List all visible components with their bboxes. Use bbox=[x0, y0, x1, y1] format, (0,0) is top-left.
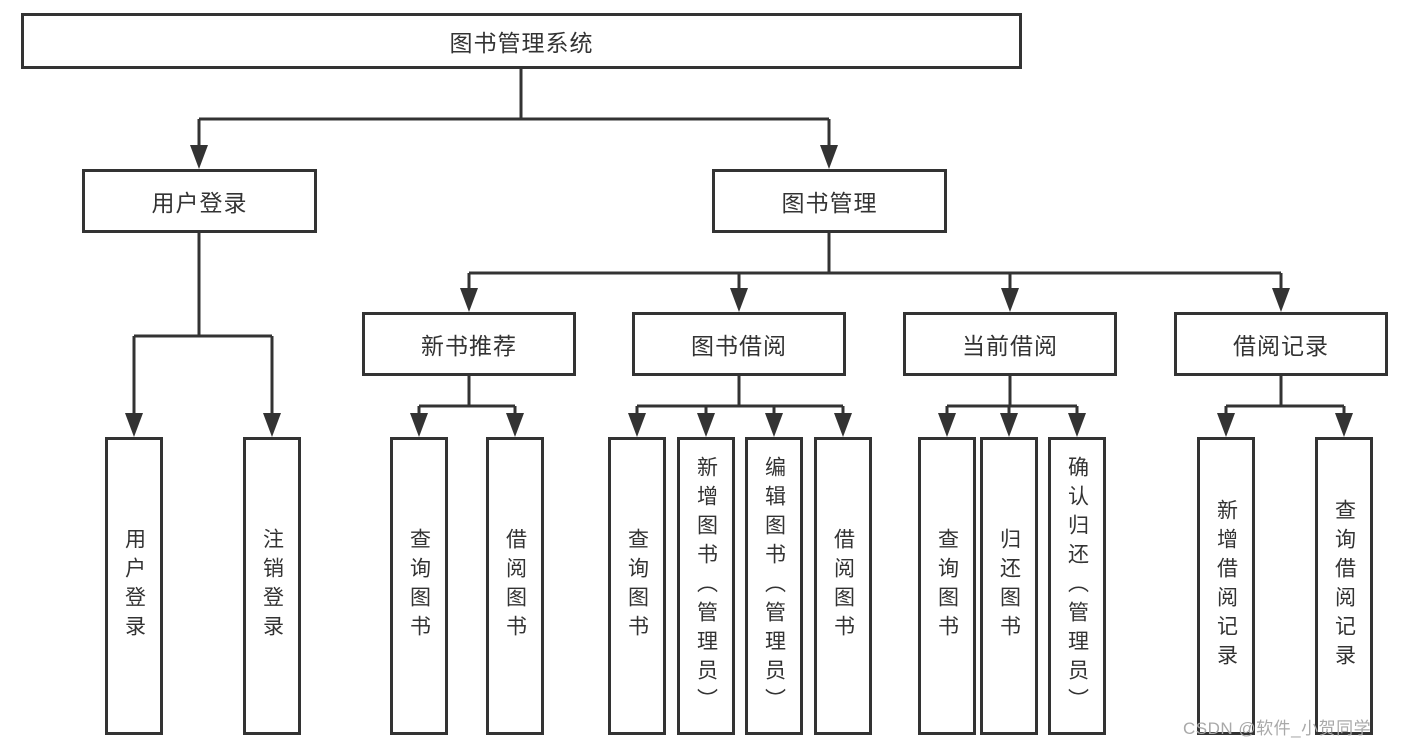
arrowhead bbox=[263, 413, 281, 437]
leaf-label: 编辑图书（管理员） bbox=[762, 455, 786, 717]
csdn-watermark: CSDN @软件_小贺同学 bbox=[1183, 719, 1372, 738]
leaf-label: 借阅图书 bbox=[503, 528, 527, 644]
arrowhead bbox=[1335, 413, 1353, 437]
connector-paths bbox=[132, 69, 1346, 419]
node-library-management-system: 图书管理系统 bbox=[21, 13, 1022, 69]
leaf-label: 查询图书 bbox=[625, 528, 649, 644]
leaf-label: 注销登录 bbox=[260, 528, 284, 644]
connector-book-borrow-to-leaves bbox=[635, 376, 845, 419]
leaf-records-add-record: 新增借阅记录 bbox=[1197, 437, 1255, 735]
arrowhead bbox=[1000, 413, 1018, 437]
arrowhead bbox=[697, 413, 715, 437]
arrowhead bbox=[125, 413, 143, 437]
arrowheads bbox=[125, 145, 1353, 437]
arrowhead bbox=[1068, 413, 1086, 437]
arrowhead bbox=[765, 413, 783, 437]
leaf-current-query-books: 查询图书 bbox=[918, 437, 976, 735]
arrowhead bbox=[506, 413, 524, 437]
arrowhead bbox=[190, 145, 208, 169]
node-book-management: 图书管理 bbox=[712, 169, 947, 233]
arrowhead bbox=[834, 413, 852, 437]
leaf-logout: 注销登录 bbox=[243, 437, 301, 735]
connector-book-management-to-modules bbox=[467, 233, 1283, 294]
node-user-login: 用户登录 bbox=[82, 169, 317, 233]
arrowhead bbox=[1001, 288, 1019, 312]
connector-user-login-to-leaves bbox=[132, 233, 274, 419]
arrowhead bbox=[1217, 413, 1235, 437]
leaf-current-return-books: 归还图书 bbox=[980, 437, 1038, 735]
leaf-records-query-record: 查询借阅记录 bbox=[1315, 437, 1373, 735]
leaf-borrow-add-books-admin: 新增图书（管理员） bbox=[677, 437, 735, 735]
leaf-label: 查询图书 bbox=[935, 528, 959, 644]
leaf-label: 查询图书 bbox=[407, 528, 431, 644]
leaf-label: 查询借阅记录 bbox=[1332, 499, 1356, 673]
leaf-borrow-query-books: 查询图书 bbox=[608, 437, 666, 735]
arrowhead bbox=[460, 288, 478, 312]
node-new-book-recommend: 新书推荐 bbox=[362, 312, 576, 376]
connector-root-to-level2 bbox=[197, 69, 831, 151]
node-current-borrow: 当前借阅 bbox=[903, 312, 1117, 376]
leaf-user-login: 用户登录 bbox=[105, 437, 163, 735]
connector-current-borrow-to-leaves bbox=[945, 376, 1079, 419]
leaf-label: 新增借阅记录 bbox=[1214, 499, 1238, 673]
arrowhead bbox=[410, 413, 428, 437]
node-borrow-records: 借阅记录 bbox=[1174, 312, 1388, 376]
leaf-label: 借阅图书 bbox=[831, 528, 855, 644]
arrowhead bbox=[938, 413, 956, 437]
leaf-current-confirm-return-admin: 确认归还（管理员） bbox=[1048, 437, 1106, 735]
connector-new-book-recommend-to-leaves bbox=[417, 376, 517, 419]
leaf-borrow-borrow-books: 借阅图书 bbox=[814, 437, 872, 735]
arrowhead bbox=[1272, 288, 1290, 312]
arrowhead bbox=[628, 413, 646, 437]
leaf-label: 用户登录 bbox=[122, 528, 146, 644]
leaf-label: 新增图书（管理员） bbox=[694, 455, 718, 717]
leaf-recommend-borrow-books: 借阅图书 bbox=[486, 437, 544, 735]
leaf-label: 确认归还（管理员） bbox=[1065, 455, 1089, 717]
arrowhead bbox=[730, 288, 748, 312]
arrowhead bbox=[820, 145, 838, 169]
leaf-borrow-edit-books-admin: 编辑图书（管理员） bbox=[745, 437, 803, 735]
leaf-label: 归还图书 bbox=[997, 528, 1021, 644]
connector-borrow-records-to-leaves bbox=[1224, 376, 1346, 419]
leaf-recommend-query-books: 查询图书 bbox=[390, 437, 448, 735]
node-book-borrow: 图书借阅 bbox=[632, 312, 846, 376]
